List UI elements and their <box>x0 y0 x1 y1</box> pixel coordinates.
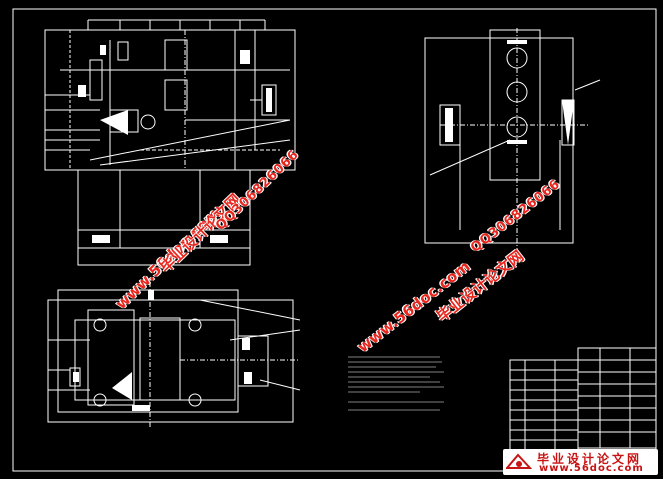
footer-logo[interactable]: 毕业设计论文网 www.56doc.com <box>503 449 658 475</box>
parts-list <box>509 359 579 451</box>
top-view-fills <box>73 290 252 411</box>
logo-icon <box>506 453 532 469</box>
footer-site: www.56doc.com <box>539 463 644 474</box>
side-view <box>424 28 601 250</box>
top-view <box>47 282 301 428</box>
front-view-fills <box>78 45 272 243</box>
sheet-border <box>12 8 657 472</box>
title-block <box>577 347 657 449</box>
side-view-fills <box>445 40 574 145</box>
front-view <box>44 19 296 266</box>
technical-notes <box>348 356 444 411</box>
footer-title: 毕业设计论文网 <box>537 452 643 466</box>
